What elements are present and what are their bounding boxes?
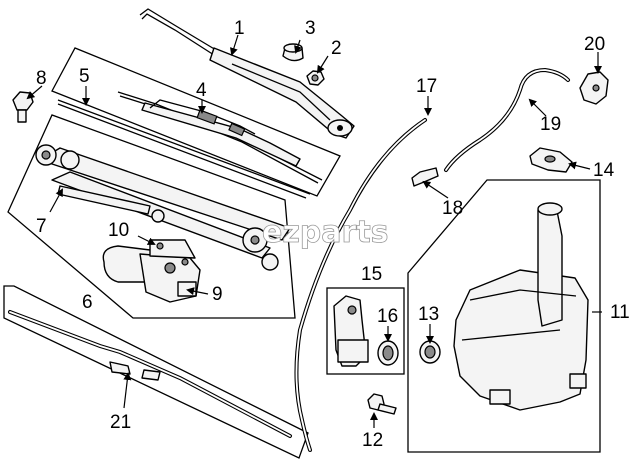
arm-nut[interactable]: [306, 70, 325, 86]
callout-9: 9: [212, 284, 223, 305]
rear-washer-hose[interactable]: [444, 67, 570, 172]
callout-14: 14: [593, 160, 615, 181]
reservoir-group-box: [407, 179, 601, 453]
callout-13: 13: [418, 304, 439, 325]
callout-1: 1: [234, 18, 245, 39]
callout-20: 20: [584, 34, 605, 55]
hose-group-box: [3, 285, 309, 459]
callout-11: 11: [610, 302, 630, 323]
callout-8: 8: [36, 68, 47, 89]
callout-4: 4: [196, 80, 207, 101]
callout-6: 6: [82, 292, 93, 313]
filler-grommet[interactable]: [419, 340, 441, 364]
washer-nozzle[interactable]: [579, 71, 609, 105]
leader-lines: [26, 34, 602, 428]
callout-21: 21: [110, 412, 131, 433]
bolt[interactable]: [367, 393, 397, 415]
watermark: ezparts: [262, 215, 389, 250]
callout-19: 19: [540, 114, 561, 135]
wiper-motor[interactable]: [102, 239, 201, 303]
jet-nozzle[interactable]: [529, 147, 573, 173]
wiper-blade[interactable]: [117, 91, 323, 184]
wiper-arm[interactable]: [139, 8, 355, 139]
washer-hose-long[interactable]: [294, 118, 427, 452]
blade-group-box: [51, 47, 341, 197]
hose-connector[interactable]: [411, 167, 439, 187]
callout-3: 3: [305, 18, 316, 39]
callout-5: 5: [79, 66, 90, 87]
blade-refill[interactable]: [57, 99, 311, 199]
callout-7: 7: [36, 216, 47, 237]
washer-pump[interactable]: [333, 295, 369, 367]
washer-hose-lower[interactable]: [8, 310, 292, 438]
pump-group-box: [326, 287, 405, 375]
callout-17: 17: [416, 76, 437, 97]
washer-reservoir[interactable]: [453, 202, 589, 411]
callout-2: 2: [331, 38, 342, 59]
callout-10: 10: [108, 220, 129, 241]
callout-18: 18: [442, 198, 463, 219]
callout-12: 12: [362, 430, 383, 451]
linkage-group-box: [7, 114, 296, 319]
pump-grommet[interactable]: [377, 340, 399, 366]
callout-16: 16: [377, 306, 398, 327]
wiper-linkage[interactable]: [35, 144, 291, 271]
callout-15: 15: [361, 264, 382, 285]
arm-cap[interactable]: [282, 43, 304, 62]
